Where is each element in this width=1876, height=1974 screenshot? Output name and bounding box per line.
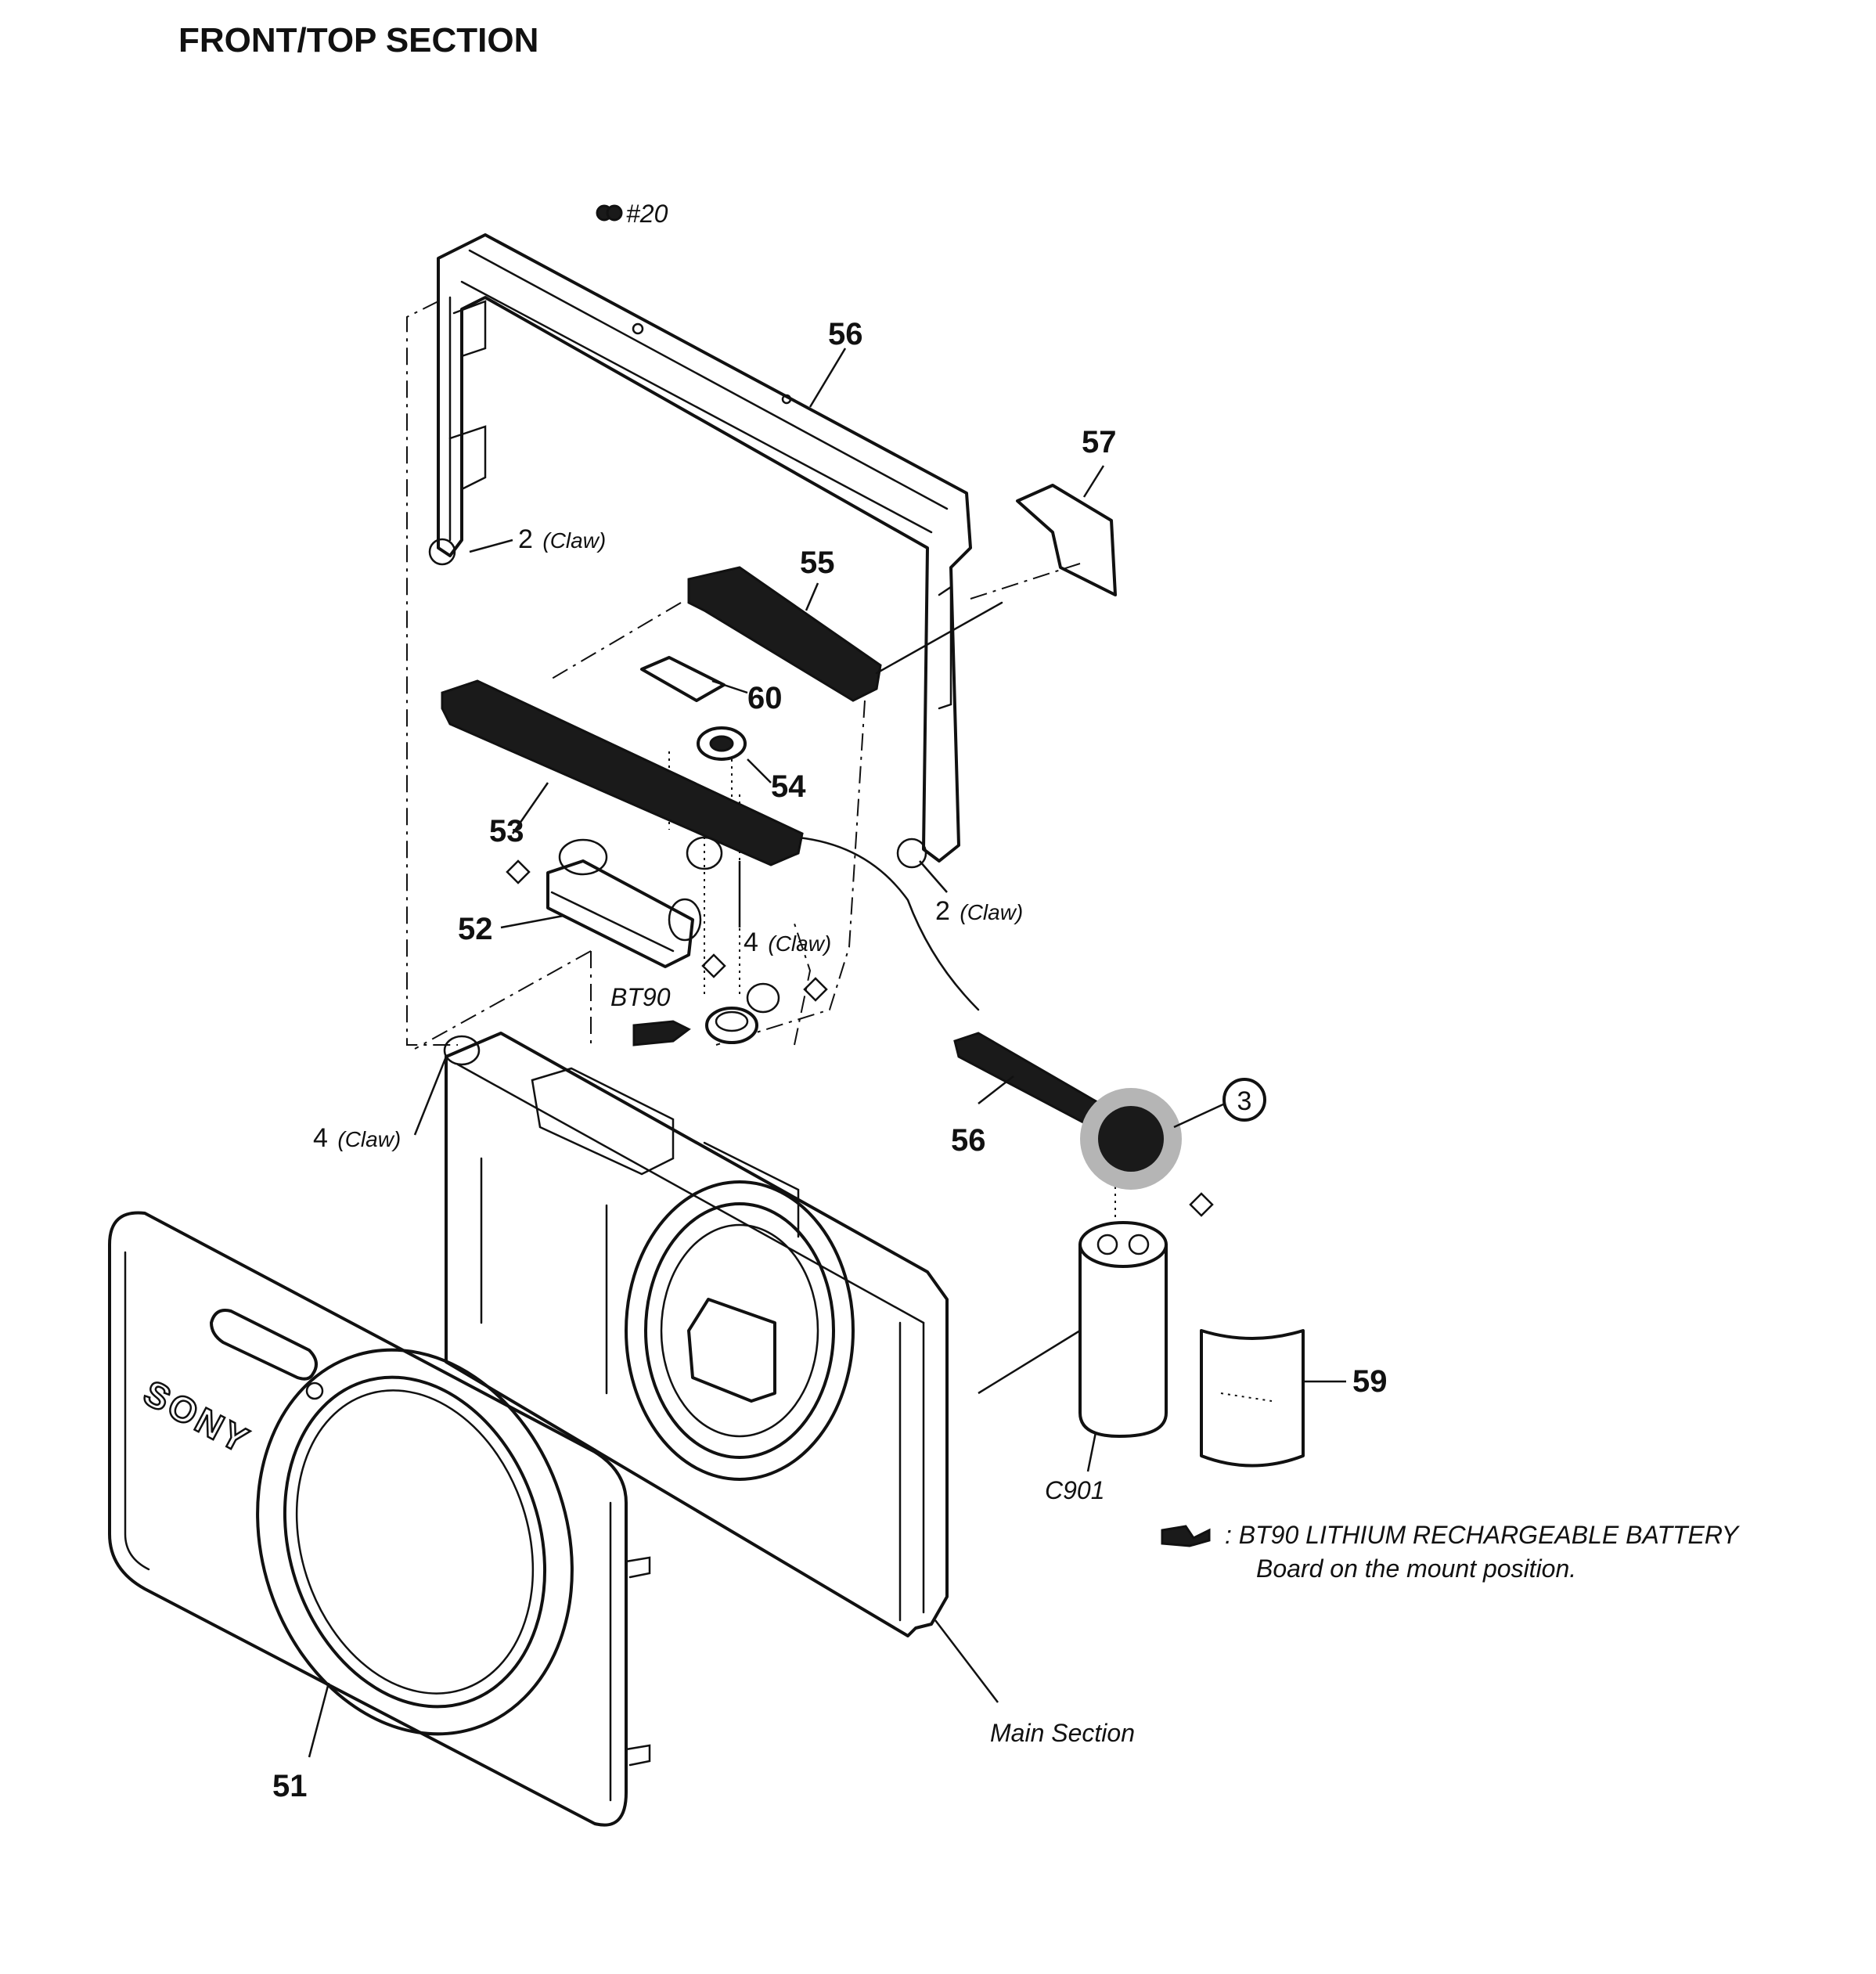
callout-circle-label: 3 (1237, 1086, 1252, 1116)
bracket-part-52 (506, 838, 726, 978)
label-c901: C901 (1045, 1476, 1105, 1504)
claw-labels: 2 (Claw) 2 (Claw) 4 (Claw) 4 (Claw) (313, 524, 1023, 1153)
label-main-section: Main Section (990, 1719, 1135, 1747)
brand-logo: SONY (137, 1372, 257, 1462)
label-part-60: 60 (747, 681, 783, 715)
battery-bt90 (632, 977, 828, 1046)
label-part-57: 57 (1082, 425, 1117, 459)
label-bt90: BT90 (610, 983, 671, 1011)
battery-legend: : BT90 LITHIUM RECHARGEABLE BATTERY Boar… (1161, 1521, 1741, 1583)
label-part-51: 51 (272, 1769, 308, 1803)
sheet-part-60 (640, 656, 726, 702)
page-title: FRONT/TOP SECTION (178, 21, 538, 59)
sleeve-part-59 (1200, 1329, 1305, 1468)
sheet-part-57 (1016, 484, 1117, 596)
legend-line-2: Board on the mount position. (1256, 1554, 1576, 1583)
callout-circle-3: 3 (1222, 1078, 1266, 1122)
label-part-56-top: 56 (828, 317, 863, 351)
board-part-53 (441, 679, 804, 866)
label-part-54: 54 (771, 769, 806, 804)
legend-line-1: : BT90 LITHIUM RECHARGEABLE BATTERY (1225, 1521, 1741, 1549)
label-part-59: 59 (1352, 1364, 1388, 1399)
label-part-53: 53 (489, 814, 524, 848)
screw-20: #20 (596, 200, 668, 228)
button-part-54 (697, 726, 747, 761)
flex-part-56-lower (953, 1032, 1182, 1190)
top-frame-part-56 (428, 233, 972, 869)
label-part-55: 55 (800, 546, 835, 580)
label-part-52: 52 (458, 912, 493, 946)
front-cover-part-51: SONY (108, 1211, 651, 1827)
main-section-body (443, 1032, 949, 1637)
flex-part-55 (687, 566, 1003, 702)
part-labels: 56 57 55 60 54 53 52 BT90 56 59 C901 51 … (272, 317, 1388, 1803)
screw-label: #20 (626, 200, 668, 228)
claw-label-top-left: 2 (Claw) (518, 524, 606, 554)
leader-lines (308, 348, 1346, 1758)
claw-label-center: 4 (Claw) (744, 928, 831, 957)
claw-label-right: 2 (Claw) (935, 896, 1023, 926)
assembly-guide-lines (406, 301, 1273, 1402)
battery-mount-icon (1161, 1525, 1211, 1547)
capacitor-c901 (1078, 1192, 1214, 1438)
claw-label-left: 4 (Claw) (313, 1123, 401, 1153)
label-part-56-lower: 56 (951, 1123, 986, 1158)
